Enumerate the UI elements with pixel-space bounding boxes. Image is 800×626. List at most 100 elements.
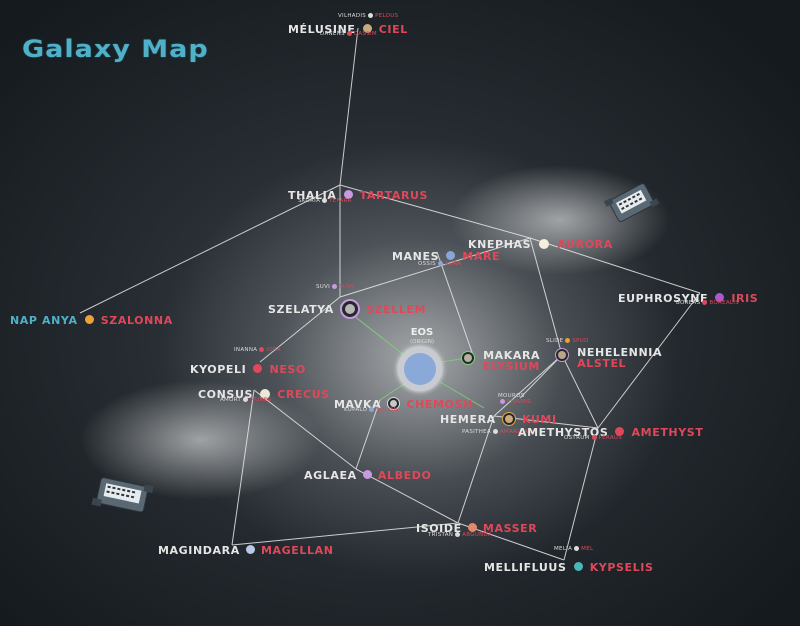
planet-dot <box>253 364 263 373</box>
route-line <box>259 296 341 363</box>
system-szelatya[interactable]: SZELATYA SZELLEM <box>268 298 426 317</box>
route-line <box>339 184 531 239</box>
moon-name: SLIDE <box>546 338 564 344</box>
planet-name: KUMI <box>521 413 557 426</box>
system-name: SZELATYA <box>268 303 334 316</box>
moon-alt-name: DASSIM <box>353 31 377 37</box>
route-line <box>493 354 563 417</box>
planet-name: IRIS <box>731 292 759 305</box>
system-consus[interactable]: CONSUS CRECUS <box>198 383 330 402</box>
planet-dot <box>615 427 625 436</box>
system-name: EUPHROSYNE <box>618 292 709 305</box>
system-euphrosyne[interactable]: EUPHROSYNE IRIS <box>618 287 758 306</box>
planet-name: AMETHYST <box>631 426 704 439</box>
moon-dot <box>500 399 505 404</box>
planet-name: NESO <box>269 363 306 376</box>
moon-labels: INANNA IORA <box>234 347 281 353</box>
planet-name: ALBEDO <box>377 469 432 482</box>
moon-alt-name: MUNES <box>250 397 272 403</box>
moon-name: OSSIS <box>418 261 436 267</box>
moon-alt-name: PERAUS <box>598 435 623 441</box>
moon-dot <box>574 546 580 551</box>
planet-dot <box>464 354 472 362</box>
system-hemera[interactable]: HEMERA KUMI <box>440 408 557 427</box>
planet-name: MASSER <box>482 522 538 535</box>
system-name: ISOIDE <box>416 522 462 535</box>
system-isoide[interactable]: ISOIDE MASSER <box>416 517 537 536</box>
route-line <box>79 184 341 314</box>
planet-name: SZELLEM <box>366 303 427 316</box>
system-makara[interactable]: MAKARA ELYSIUM <box>464 350 540 372</box>
spaceship-icon[interactable] <box>90 470 156 522</box>
route-line <box>597 292 701 429</box>
planet-name: MAGELLAN <box>261 544 334 557</box>
system-magindara[interactable]: MAGINDARA MAGELLAN <box>158 539 334 558</box>
moon-name: BOREAS <box>676 300 701 306</box>
system-nap-anya[interactable]: NAP ANYA SZALONNA <box>10 309 173 328</box>
moon-dot <box>243 397 249 402</box>
moon-alt-name: ABGUNDA <box>462 532 493 538</box>
moon-name: INANNA <box>234 347 258 353</box>
moon-labels: SLIDE SPUD <box>546 338 589 344</box>
moon-alt-name: BOREALIS <box>709 300 740 306</box>
system-name: NEHELENNIA <box>577 346 663 359</box>
planet-dot <box>573 562 583 571</box>
planet-dot <box>343 190 353 199</box>
route-line <box>529 237 563 356</box>
planet-name: MARE <box>462 250 501 263</box>
moon-name: OSTRUM <box>564 435 590 441</box>
moon-name: AMORT <box>220 397 242 403</box>
system-knephas[interactable]: KNEPHAS AURORA <box>468 233 613 252</box>
route-line <box>339 237 531 298</box>
system-name: MÉLUSINE <box>288 23 356 36</box>
system-kyopeli[interactable]: KYOPELI NESO <box>190 358 306 377</box>
system-manes[interactable]: MANES MARE <box>392 245 500 264</box>
planet-name: TARTARUS <box>359 189 429 202</box>
moon-labels: PASITHEA AMARLLASI <box>462 429 534 435</box>
planet-name: CHEMOSH <box>406 398 473 411</box>
planet-dot <box>362 470 372 479</box>
moon-name: PASITHEA <box>462 429 491 435</box>
system-name: MANES <box>392 250 440 263</box>
route-line <box>519 354 563 399</box>
moon-labels: BOREAS BOREALIS <box>676 300 739 306</box>
system-mellifluus[interactable]: MELLIFLUUS KYPSELIS <box>484 556 654 575</box>
moon-dot <box>702 300 708 305</box>
system-amethystos[interactable]: AMETHYSTOS AMETHYST <box>518 421 703 440</box>
planet-dot <box>245 545 255 554</box>
spaceship-icon[interactable] <box>604 178 662 228</box>
system-mavka[interactable]: MAVKA CHEMOSH <box>334 393 473 412</box>
system-melusine[interactable]: MÉLUSINE CIEL <box>288 18 408 37</box>
system-aglaea[interactable]: AGLAEA ALBEDO <box>304 464 431 483</box>
system-name: CONSUS <box>198 388 254 401</box>
system-name: AMETHYSTOS <box>518 426 609 439</box>
moon-dot <box>591 435 597 440</box>
eos-sublabel: (ORIGIN) <box>409 339 435 345</box>
system-nehelennia[interactable]: NEHELENNIA ALSTEL <box>558 347 662 369</box>
eos-label: EOS <box>410 327 434 338</box>
planet-dot <box>344 303 355 314</box>
moon-alt-name: SUVI <box>339 284 354 290</box>
route-line <box>231 389 255 546</box>
system-name: KNEPHAS <box>468 238 532 251</box>
moon-dot <box>346 31 352 36</box>
eos-origin-planet[interactable] <box>398 347 442 391</box>
origin-link <box>379 383 405 401</box>
moon-dot <box>565 338 571 343</box>
moon-alt-name: AMARLLASI <box>499 429 534 435</box>
moon-alt-name: IORA <box>266 347 281 353</box>
moon-alt-name: PELOUS <box>375 13 399 19</box>
planet-dot <box>260 388 271 399</box>
moon-dot <box>492 429 498 434</box>
moon-name: KUPALO <box>344 407 368 413</box>
planet-name: ALSTEL <box>577 357 627 370</box>
moon-dot <box>455 532 461 537</box>
moon-alt-name: MEL <box>581 546 594 552</box>
moon-alt-name: SPUD <box>572 338 589 344</box>
